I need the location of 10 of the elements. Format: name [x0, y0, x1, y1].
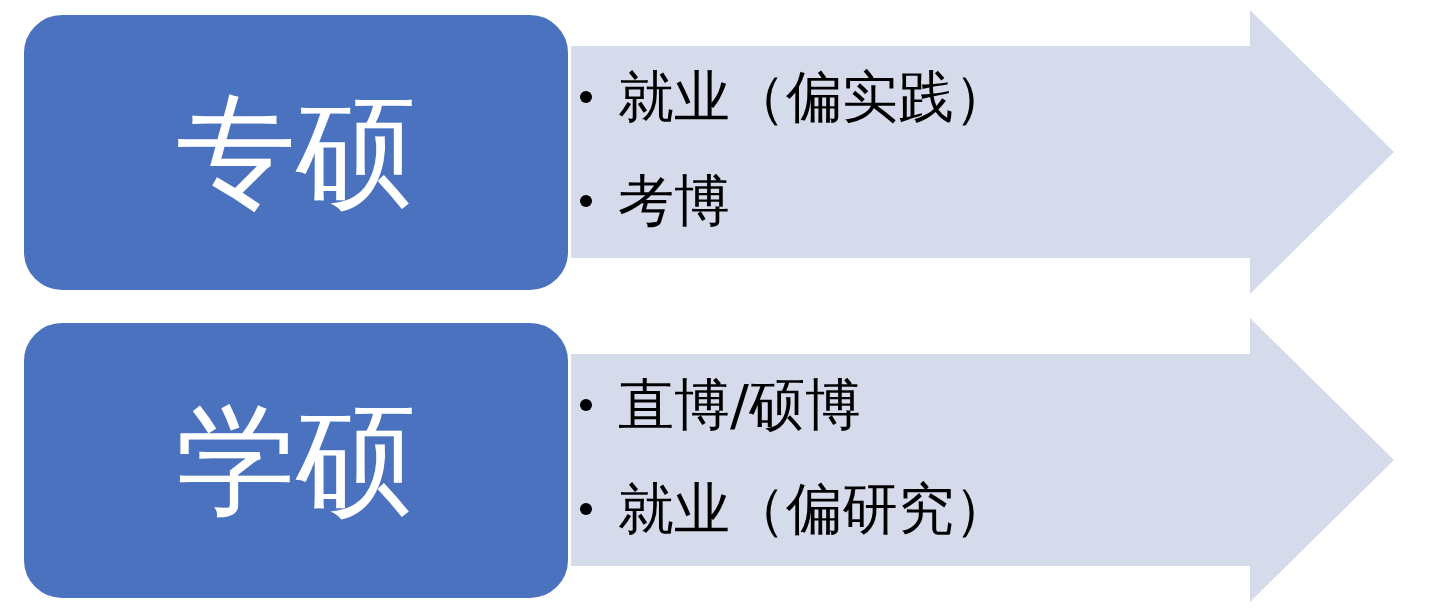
bullet-text: 直博/硕博 — [618, 371, 861, 439]
box-title: 学硕 — [176, 400, 416, 521]
bullet-text: 考博 — [618, 167, 730, 235]
bullet-text: 就业（偏研究） — [618, 475, 1010, 543]
arrow-shape — [571, 318, 1394, 602]
bullet-text: 就业（偏实践） — [618, 63, 1010, 131]
rounded-box — [22, 13, 570, 292]
box-title: 专硕 — [176, 92, 416, 213]
rounded-box — [22, 321, 570, 600]
arrow-shape — [571, 10, 1394, 294]
